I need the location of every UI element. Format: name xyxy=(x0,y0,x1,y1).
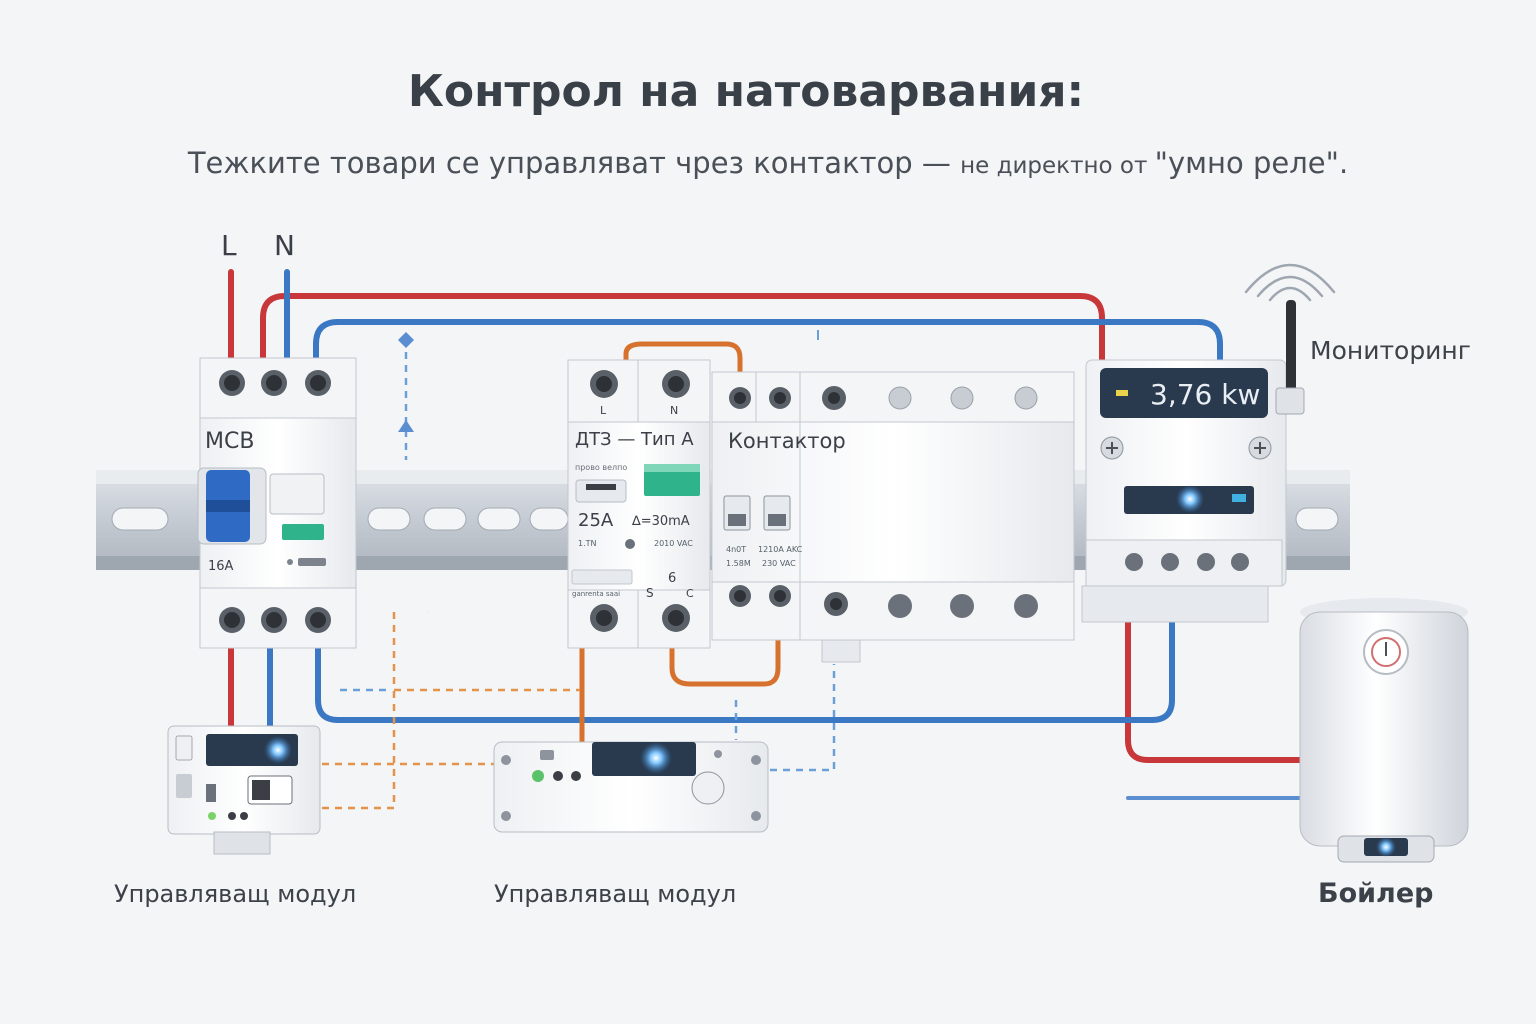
module-2-knob[interactable] xyxy=(691,771,725,805)
rcd-bottom-num: 6 xyxy=(668,571,676,586)
mcb-breaker: MCB 16A xyxy=(197,357,357,649)
rcd-row-left: 1.TN xyxy=(578,539,597,548)
neutral-wires xyxy=(267,269,1304,800)
diagram-title: Контрол на натоварвания: xyxy=(407,66,1085,117)
mcb-toggle[interactable] xyxy=(197,467,267,545)
wifi-signal-icon xyxy=(1244,263,1336,302)
rcd-terminal-l: L xyxy=(600,404,607,417)
contactor-spec1-left: 4n0T xyxy=(726,545,746,554)
rcd-tiny-text: прово велпо xyxy=(575,463,627,472)
live-wires xyxy=(228,269,1305,763)
meter-display xyxy=(1100,368,1268,418)
rcd-rating: 25A xyxy=(578,510,614,531)
wifi-antenna xyxy=(1275,300,1305,415)
energy-meter: 3,76 kw xyxy=(1081,263,1336,623)
neutral-label: N xyxy=(274,229,295,262)
mcb-terminals-top xyxy=(219,370,331,396)
boiler xyxy=(1299,598,1469,863)
rcd-bottom-mark: S xyxy=(646,586,654,600)
contactor-title: Контактор xyxy=(728,429,846,453)
mcb-rating: 16A xyxy=(208,559,234,574)
mcb-terminals-bottom xyxy=(219,607,331,633)
boiler-label: Бойлер xyxy=(1318,878,1434,909)
contactor-spec2-left: 1.58M xyxy=(726,559,751,568)
rcd-title: ДТЗ — Тип А xyxy=(575,429,694,450)
rcd-row-right: 2010 VAC xyxy=(654,539,693,548)
rcd-bottom-c: C xyxy=(686,587,694,600)
subtitle-end: "умно реле". xyxy=(1154,146,1349,180)
mcb-label: MCB xyxy=(205,429,254,454)
subtitle-main: Тежките товари се управляват чрез контак… xyxy=(187,146,961,180)
rcd-bottom-tiny: ganrenta saai xyxy=(572,590,620,598)
rcd-terminal-n: N xyxy=(670,404,678,417)
module-1-label: Управляващ модул xyxy=(114,880,357,908)
live-label: L xyxy=(221,229,237,262)
module-2-label: Управляващ модул xyxy=(494,880,737,908)
diagram-subtitle: Тежките товари се управляват чрез контак… xyxy=(0,146,1536,180)
meter-reading: 3,76 kw xyxy=(1150,378,1260,411)
contactor-spec2-right: 230 VAC xyxy=(762,559,796,568)
control-module-2 xyxy=(493,741,769,833)
rcd-device: L N ДТЗ — Тип А прово велпо 25A ∆=30mA 1… xyxy=(567,359,711,649)
control-wires xyxy=(322,352,836,810)
monitoring-label: Мониторинг xyxy=(1310,336,1471,365)
contactor: Контактор 4n0T 1210A AKC 1.58M 230 VAC xyxy=(711,371,1075,663)
rcd-sensitivity: ∆=30mA xyxy=(631,514,690,529)
signal-arrows xyxy=(398,330,819,432)
control-module-1 xyxy=(167,725,321,855)
rcd-test-lever[interactable] xyxy=(575,479,627,503)
contactor-spec1-right: 1210A AKC xyxy=(758,545,803,554)
bridge-wires xyxy=(579,341,781,747)
subtitle-small: не директно от xyxy=(960,153,1155,179)
